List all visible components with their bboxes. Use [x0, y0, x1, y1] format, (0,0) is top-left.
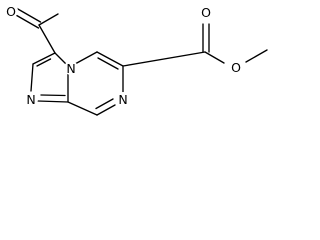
- pyrazine-c8-c8a-bond: [67, 101, 98, 116]
- imidazole-n1-c8a-double-bond: [40, 94, 66, 97]
- pyrazine-c5-c6-double-bond: [97, 57, 119, 70]
- aldehyde-co-double-bond-b: [14, 13, 40, 29]
- ester-c-o-single-bond: [204, 51, 225, 64]
- pyrazine-nitrogen-label: N: [118, 92, 127, 107]
- aldehyde-co-double-bond-a: [16, 7, 42, 23]
- imidazole-n1-c8a-bond: [37, 100, 69, 103]
- pyrazine-n7-c8-double-bond: [95, 98, 114, 110]
- aldehyde-oxygen-label: O: [6, 4, 16, 19]
- formyl-to-ring-bond: [38, 24, 56, 54]
- imidazole-c3-c2-bond: [32, 52, 56, 65]
- pyrazine-c5-c6-bond: [96, 51, 124, 67]
- ester-oxygen-label: O: [231, 60, 241, 75]
- carbonyl-oxygen-label: O: [201, 5, 211, 20]
- bridgehead-nitrogen-label: N: [66, 61, 75, 76]
- pyrazine-n7-c8-bond: [96, 104, 116, 116]
- aldehyde-ch-bond: [38, 13, 59, 26]
- o-methyl-bond: [245, 49, 268, 63]
- imidazole-nitrogen-label: N: [26, 92, 35, 107]
- ring-to-ester-carbon-bond: [122, 51, 206, 67]
- imidazole-c2-n1-bond: [30, 63, 34, 92]
- chemical-structure-diagram: O N N N O O: [4, 4, 268, 116]
- pyrazine-n4-c5-bond: [74, 51, 98, 65]
- imidazole-c2-double-bond: [36, 58, 52, 67]
